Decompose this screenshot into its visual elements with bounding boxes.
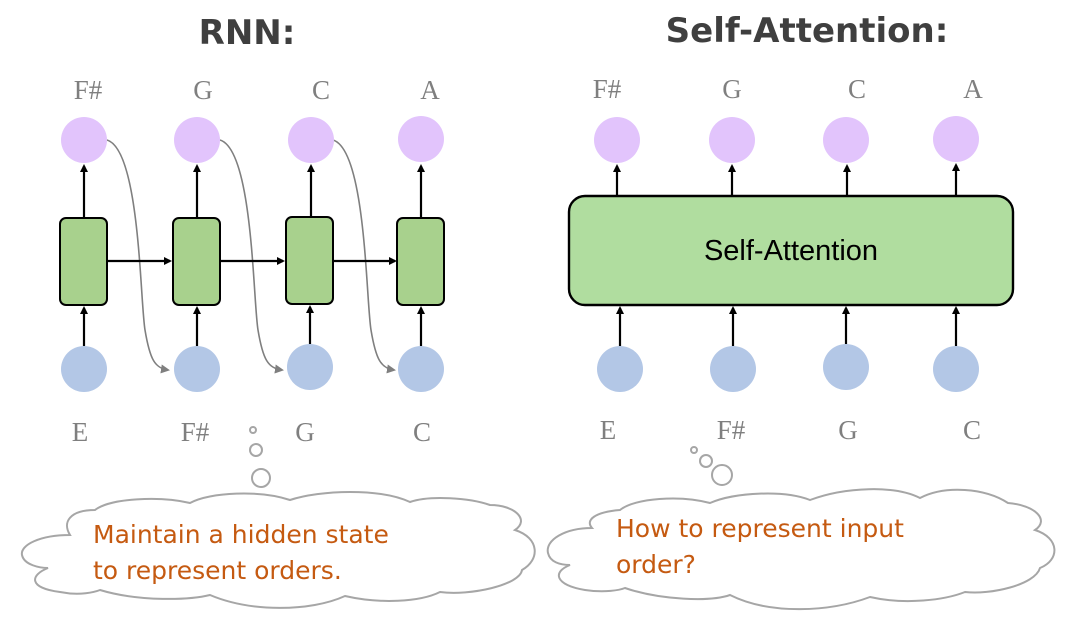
rnn-thought-cloud [20, 491, 536, 609]
rnn-cell [59, 217, 108, 306]
rnn-input-node [398, 346, 444, 392]
sa-output-node [594, 117, 640, 163]
rnn-output-label: F# [74, 75, 103, 105]
rnn-input-node [174, 346, 220, 392]
rnn-output-node [174, 117, 220, 163]
rnn-output-label: G [193, 75, 213, 105]
self-attention-block [567, 194, 1015, 307]
sa-output-label: A [963, 74, 983, 104]
rnn-panel: RNN: F# G C A [20, 13, 536, 609]
rnn-input-node [61, 346, 107, 392]
rnn-title: RNN: [199, 13, 296, 53]
sa-output-node [933, 116, 979, 162]
sa-input-label: F# [717, 415, 746, 445]
rnn-thought-text-line: to represent orders. [93, 556, 342, 585]
rnn-output-label: C [312, 75, 330, 105]
rnn-input-label: G [295, 417, 315, 447]
sa-input-node [710, 346, 756, 392]
sa-input-node [597, 346, 643, 392]
self-attention-title: Self-Attention: [666, 11, 949, 51]
sa-output-label: C [848, 74, 866, 104]
sa-output-node [709, 117, 755, 163]
sa-thought-text-line: How to represent input [616, 514, 904, 543]
sa-output-node [823, 117, 869, 163]
rnn-feedback-arrow [106, 139, 170, 374]
self-attention-block-label: Self-Attention [704, 235, 878, 267]
rnn-cell [396, 217, 445, 306]
sa-input-node [823, 344, 869, 390]
sa-input-node [933, 346, 979, 392]
rnn-output-node [288, 117, 334, 163]
sa-input-label: G [838, 415, 858, 445]
sa-thought-cloud [546, 488, 1056, 611]
sa-input-label: C [963, 415, 981, 445]
sa-thought-bubbles [690, 446, 733, 486]
sa-output-label: F# [593, 74, 622, 104]
rnn-cell [172, 217, 221, 306]
rnn-input-label: F# [181, 417, 210, 447]
rnn-output-label: A [420, 75, 440, 105]
rnn-input-node [287, 344, 333, 390]
rnn-input-label: C [413, 417, 431, 447]
sa-output-label: G [722, 74, 742, 104]
sa-thought-text-line: order? [616, 550, 696, 579]
rnn-input-label: E [72, 417, 89, 447]
rnn-feedback-arrow [332, 139, 396, 374]
rnn-thought-text-line: Maintain a hidden state [93, 520, 389, 549]
rnn-cell [285, 216, 334, 305]
self-attention-panel: Self-Attention: F# G C A Self-Attention … [546, 11, 1056, 611]
sa-input-label: E [600, 415, 617, 445]
rnn-output-node [61, 117, 107, 163]
rnn-thought-bubbles [249, 426, 271, 488]
rnn-output-node [398, 116, 444, 162]
rnn-feedback-arrow [219, 139, 284, 374]
